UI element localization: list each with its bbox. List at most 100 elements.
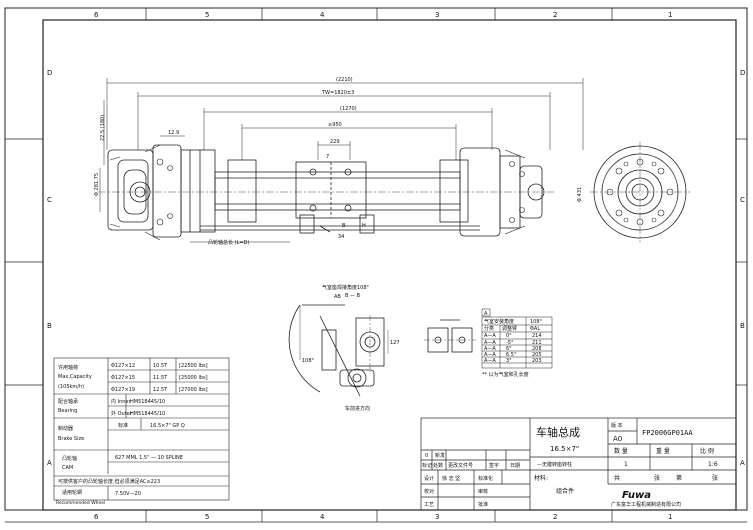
angle-table-title-val: 108° xyxy=(530,319,543,325)
capacity-cell: [22500 lbs] xyxy=(179,363,208,369)
dim-34: 34 xyxy=(338,234,344,240)
rev-col: 更改文件号 xyxy=(448,462,473,469)
angle-table-note: ** 以为气室和孔长度 xyxy=(482,371,529,378)
capacity-label-cn: 许用轴荷 xyxy=(58,364,78,371)
designer-name: 徐 志 坚 xyxy=(442,475,460,482)
dim-cam-length: 凸轮轴总长 (L=D) xyxy=(208,239,249,246)
capacity-cell: [27000 lbs] xyxy=(179,387,208,393)
std-label: 标准化 xyxy=(478,475,493,482)
mark-ab: AB xyxy=(334,294,341,300)
bearing-label-en: Bearing xyxy=(58,408,77,414)
row-label-left: C xyxy=(47,196,52,204)
cam-label-en: CAM xyxy=(62,465,73,471)
brake-tag: 标准 xyxy=(118,422,128,429)
col-label-bottom: 3 xyxy=(435,513,439,521)
col-label-bottom: 2 xyxy=(553,513,557,521)
angle-108: 108° xyxy=(302,358,315,364)
angle-table-header: 调整臂 xyxy=(502,325,517,332)
approve-label: 批准 xyxy=(478,501,488,508)
brake-label-en: Brake Size xyxy=(58,436,84,442)
scale-label: 比 例 xyxy=(700,447,714,455)
qty-value: 1 xyxy=(624,461,628,468)
sheet-no-tail: 张 xyxy=(712,474,718,482)
section-label: B — B xyxy=(345,293,361,299)
angle-table-cell: 0° xyxy=(506,333,512,339)
capacity-cell: 10.5T xyxy=(153,363,168,369)
cam-value: 627 MML 1.5" — 10 SPLINE xyxy=(115,455,183,461)
design-label: 设计 xyxy=(424,475,434,482)
capacity-cell: 11.5T xyxy=(153,375,168,381)
wheel-label-cn: 适用轮辋 xyxy=(62,489,82,496)
rev-first-index: 0 xyxy=(425,453,428,459)
bearing-label-cn: 配合轴承 xyxy=(58,398,78,405)
angle-table-cell: 205 xyxy=(532,352,542,358)
angle-table-cell: A—A xyxy=(484,340,496,346)
angle-table-cell: 211 xyxy=(532,340,542,346)
bearing-cell: 外 Outer xyxy=(111,410,133,417)
wheel-value: 7.50V—20 xyxy=(115,491,141,497)
angle-table-tag: A xyxy=(484,311,488,317)
col-label-bottom: 6 xyxy=(94,513,99,521)
capacity-cell: 12.5T xyxy=(153,387,168,393)
angle-table-cell: 3° xyxy=(506,358,512,364)
air-chamber-angle-note: 气室座焊接角度108° xyxy=(322,284,370,291)
dim-22-5: 22.5 (180) xyxy=(100,115,106,141)
title-block xyxy=(420,417,737,511)
company-name: 广东富华工程机械制造有限公司 xyxy=(611,501,681,508)
scale-value: 1:6 xyxy=(708,461,718,468)
material-label: 材料: xyxy=(534,474,548,482)
rev-col: 标记 xyxy=(422,462,432,469)
wheel-label-en: Recommended Wheel xyxy=(56,500,105,506)
angle-table-cell: 208 xyxy=(532,346,542,352)
cam-label-cn: 凸轮轴 xyxy=(62,455,77,462)
capacity-label-en2: (105km/h) xyxy=(58,384,84,390)
feature-note: —无键转座转柱 xyxy=(537,461,572,468)
section-mark-b: B xyxy=(342,223,346,229)
bearing-cell: HM518445/10 xyxy=(130,411,165,417)
cam-note: 可按供客户的凸轮轴长度,但必须满足AC≥223 xyxy=(58,478,160,485)
row-label-left: A xyxy=(47,459,52,467)
brake-value: 16.5×7" GP Q xyxy=(150,423,185,429)
angle-table-cell: 214 xyxy=(532,333,542,339)
col-label-top: 1 xyxy=(668,11,672,19)
dim-spring-min: ≥950 xyxy=(328,122,342,128)
section-mark-h: H xyxy=(362,223,366,229)
dim-12-9: 12.9 xyxy=(168,130,179,136)
angle-table-cell: -5° xyxy=(506,340,514,346)
col-label-top: 2 xyxy=(553,11,557,19)
rev-col: 日期 xyxy=(510,463,520,469)
axle-front-view xyxy=(98,78,584,243)
drive-direction: 车前进方向 xyxy=(345,405,370,412)
sheet-total-label: 共 xyxy=(614,474,620,482)
angle-table-cell: A—A xyxy=(484,352,496,358)
brake-label-cn: 制动器 xyxy=(58,425,73,432)
sheet-no-label: 第 xyxy=(676,474,682,482)
angle-table-cell: A—A xyxy=(484,333,496,339)
angle-table-cell: 6.5° xyxy=(506,352,517,358)
check-label: 校对 xyxy=(424,488,434,495)
bearing-cell: 内 Inner xyxy=(111,398,131,405)
hub-end-view xyxy=(590,142,690,242)
angle-table-cell: 203 xyxy=(532,358,542,364)
capacity-cell: Φ127×12 xyxy=(111,363,135,369)
angle-table-cell: 6° xyxy=(506,346,512,352)
spec-table xyxy=(53,357,230,501)
col-label-top: 4 xyxy=(320,11,325,19)
dim-hub-left: Φ 281.75 xyxy=(94,173,100,196)
rev-col: 处数 xyxy=(433,462,443,469)
dim-7: 7 xyxy=(326,154,329,160)
bracket-detail-view xyxy=(424,319,476,353)
col-label-bottom: 5 xyxy=(205,513,209,521)
drawing-size: 16.5×7" xyxy=(550,445,579,453)
col-label-top: 6 xyxy=(94,11,99,19)
dim-track: TW=1820±3 xyxy=(321,90,354,96)
row-label-right: C xyxy=(740,196,745,204)
dim-spring-outer: (1270) xyxy=(340,106,357,112)
angle-table-header: ΦAL xyxy=(530,326,540,332)
version-value: A0 xyxy=(613,435,622,443)
col-label-bottom: 4 xyxy=(320,513,325,521)
row-label-left: D xyxy=(47,69,52,77)
angle-table-cell: A—A xyxy=(484,358,496,364)
dim-right: Φ 431 xyxy=(577,187,583,202)
